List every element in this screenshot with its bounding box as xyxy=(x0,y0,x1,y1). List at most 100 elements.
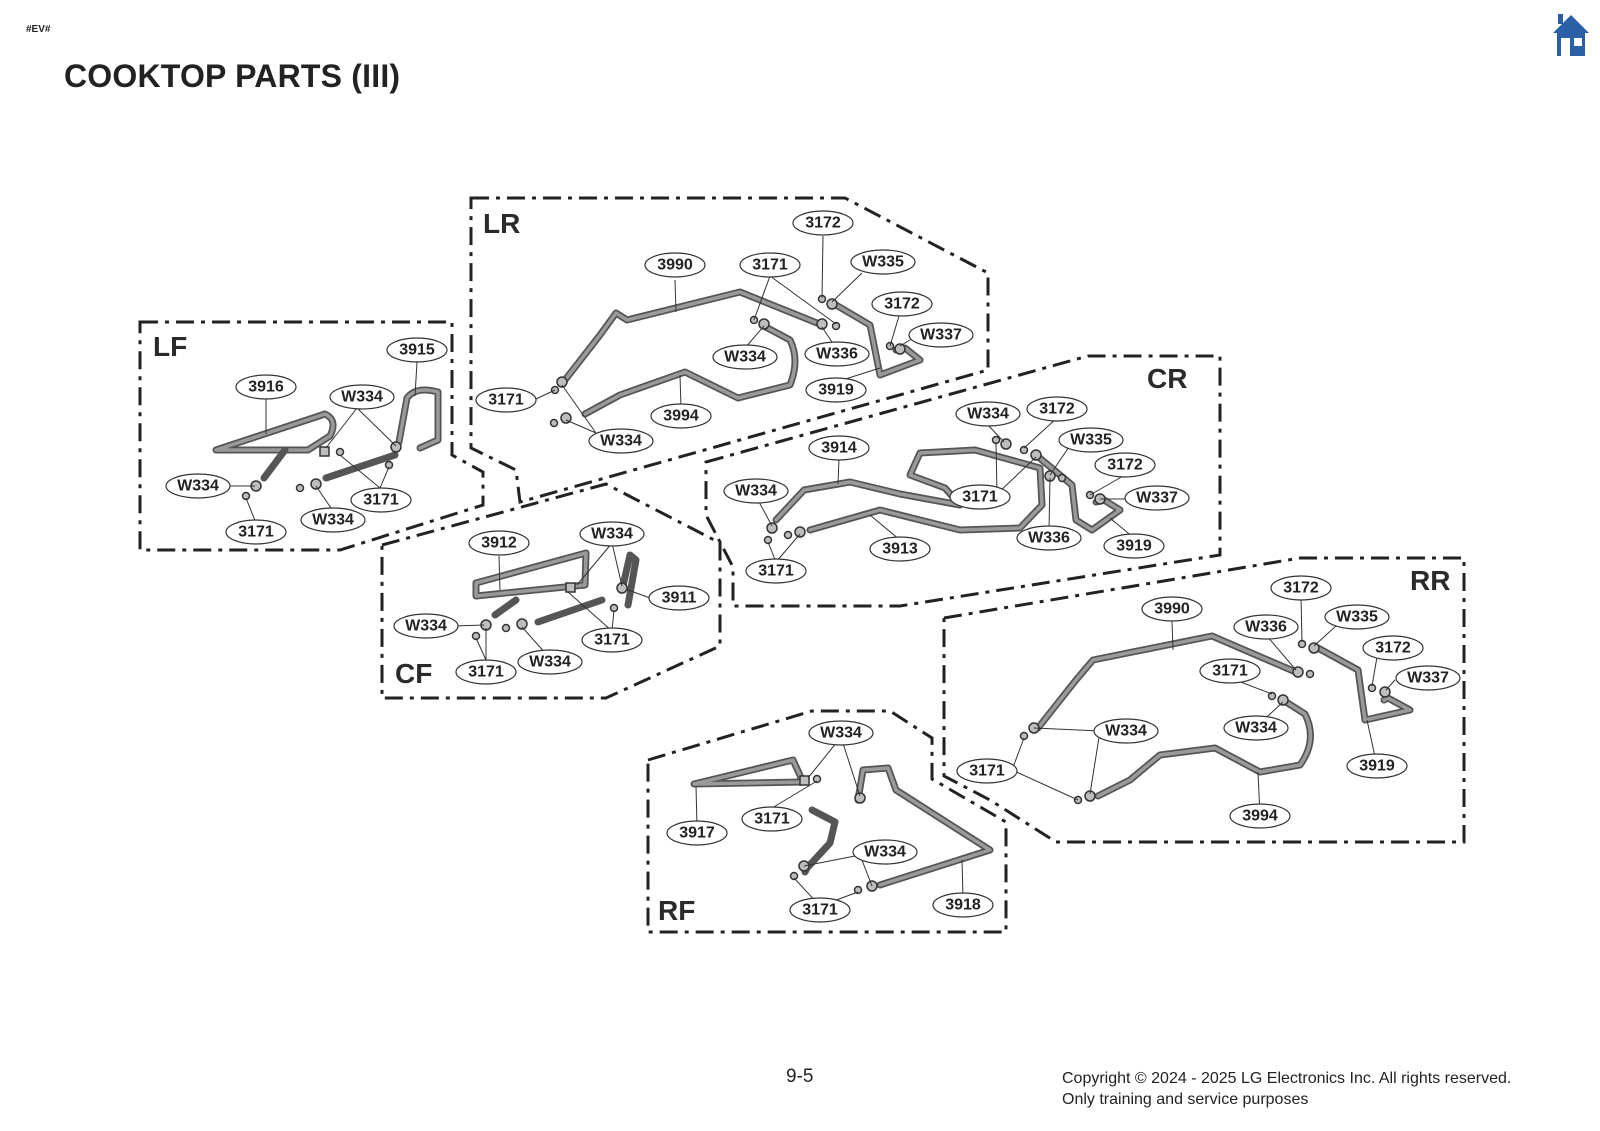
callout-lr-3919: 3919 xyxy=(805,377,867,403)
svg-text:3919: 3919 xyxy=(1359,758,1395,775)
callout-cr-3171-b: 3171 xyxy=(745,558,807,584)
callout-lr-w334-b: W334 xyxy=(588,428,654,454)
svg-text:3912: 3912 xyxy=(481,535,517,552)
callout-lr-3172-a: 3172 xyxy=(792,210,854,236)
svg-text:3172: 3172 xyxy=(1283,580,1319,597)
svg-text:3171: 3171 xyxy=(752,257,788,274)
zone-label-cr: CR xyxy=(1147,363,1187,394)
callout-lr-3172-b: 3172 xyxy=(871,291,933,317)
callout-lf-w334-a: W334 xyxy=(329,384,395,410)
svg-text:W336: W336 xyxy=(1028,530,1070,547)
callout-cr-w334-a: W334 xyxy=(955,401,1021,427)
svg-text:W336: W336 xyxy=(816,346,858,363)
svg-text:3917: 3917 xyxy=(679,825,715,842)
callout-rr-3171-b: 3171 xyxy=(956,758,1018,784)
svg-text:3914: 3914 xyxy=(821,440,857,457)
zone-frame-rr xyxy=(942,556,1466,844)
callout-rr-w334-b: W334 xyxy=(1223,715,1289,741)
callout-lr-w335: W335 xyxy=(850,249,916,275)
callout-cf-w334-b: W334 xyxy=(393,613,459,639)
svg-text:W334: W334 xyxy=(341,389,383,406)
callout-lr-w334-a: W334 xyxy=(712,344,778,370)
footer-copyright-block: Copyright © 2024 - 2025 LG Electronics I… xyxy=(1062,1068,1511,1110)
svg-text:3990: 3990 xyxy=(1154,601,1190,618)
tubes-rf xyxy=(690,756,994,889)
svg-text:3994: 3994 xyxy=(663,408,699,425)
svg-text:3171: 3171 xyxy=(758,563,794,580)
callout-cf-3171-a: 3171 xyxy=(581,627,643,653)
svg-text:W335: W335 xyxy=(1336,609,1378,626)
svg-text:W337: W337 xyxy=(920,327,962,344)
callout-rr-w334-a: W334 xyxy=(1093,718,1159,744)
home-icon xyxy=(1553,14,1589,56)
svg-text:3171: 3171 xyxy=(488,392,524,409)
svg-text:3916: 3916 xyxy=(248,379,284,396)
usage-note: Only training and service purposes xyxy=(1062,1091,1309,1108)
callout-rf-3918: 3918 xyxy=(932,892,994,918)
svg-text:3918: 3918 xyxy=(945,897,981,914)
callout-rr-3171-a: 3171 xyxy=(1199,658,1261,684)
svg-text:W335: W335 xyxy=(1070,432,1112,449)
tubes-cr xyxy=(772,446,1124,534)
svg-text:W335: W335 xyxy=(862,254,904,271)
page-number: 9-5 xyxy=(786,1066,814,1087)
svg-text:3171: 3171 xyxy=(1212,663,1248,680)
svg-text:3171: 3171 xyxy=(802,902,838,919)
svg-text:3915: 3915 xyxy=(399,342,435,359)
svg-text:3171: 3171 xyxy=(468,664,504,681)
callout-rr-w336: W336 xyxy=(1233,614,1299,640)
svg-text:W334: W334 xyxy=(600,433,642,450)
svg-text:W334: W334 xyxy=(591,526,633,543)
callout-cr-w335: W335 xyxy=(1058,427,1124,453)
svg-text:3919: 3919 xyxy=(818,382,854,399)
svg-text:3172: 3172 xyxy=(1107,457,1143,474)
zone-frame-rf xyxy=(646,709,1008,934)
callout-lr-3171-a: 3171 xyxy=(739,252,801,278)
svg-text:W334: W334 xyxy=(1105,723,1147,740)
svg-text:3919: 3919 xyxy=(1116,538,1152,555)
zone-frame-cr xyxy=(704,354,1222,608)
svg-text:3911: 3911 xyxy=(662,590,697,607)
callout-cr-3172-a: 3172 xyxy=(1026,396,1088,422)
callout-cr-w337: W337 xyxy=(1124,485,1190,511)
callout-rf-w334-a: W334 xyxy=(808,720,874,746)
callout-cr-3913: 3913 xyxy=(869,536,931,562)
callout-cr-3172-b: 3172 xyxy=(1094,452,1156,478)
svg-text:3171: 3171 xyxy=(594,632,630,649)
callout-cr-3919: 3919 xyxy=(1103,533,1165,559)
svg-text:W334: W334 xyxy=(405,618,447,635)
callout-rf-w334-b: W334 xyxy=(852,839,918,865)
zone-label-cf: CF xyxy=(395,658,432,689)
callout-rr-3994: 3994 xyxy=(1229,803,1291,829)
callout-rr-3919: 3919 xyxy=(1346,753,1408,779)
callout-rr-3172-a: 3172 xyxy=(1270,575,1332,601)
callout-lf-3915: 3915 xyxy=(386,337,448,363)
callout-rf-3171-a: 3171 xyxy=(741,806,803,832)
callout-lr-3171-b: 3171 xyxy=(475,387,537,413)
zone-frame-lr xyxy=(469,196,990,504)
svg-text:W334: W334 xyxy=(312,512,354,529)
home-button[interactable] xyxy=(1552,12,1590,58)
svg-text:3171: 3171 xyxy=(962,489,998,506)
zone-frame-cf xyxy=(380,482,722,700)
callout-lf-3171-a: 3171 xyxy=(350,487,412,513)
callout-cr-w336: W336 xyxy=(1016,525,1082,551)
tubes-lr xyxy=(561,288,924,418)
svg-text:3171: 3171 xyxy=(754,811,790,828)
svg-text:W336: W336 xyxy=(1245,619,1287,636)
document-tag: #EV# xyxy=(26,24,51,35)
svg-text:W334: W334 xyxy=(820,725,862,742)
svg-text:W334: W334 xyxy=(735,483,777,500)
tubes-rr xyxy=(1034,632,1414,800)
page-title: COOKTOP PARTS (III) xyxy=(64,58,401,94)
callout-rr-w337: W337 xyxy=(1395,665,1461,691)
svg-text:3990: 3990 xyxy=(657,257,693,274)
svg-text:W334: W334 xyxy=(864,844,906,861)
callout-cf-w334-a: W334 xyxy=(579,521,645,547)
svg-text:W334: W334 xyxy=(529,654,571,671)
callout-lf-w334-c: W334 xyxy=(300,507,366,533)
callout-cf-3912: 3912 xyxy=(468,530,530,556)
svg-text:3171: 3171 xyxy=(969,763,1005,780)
zone-label-rf: RF xyxy=(658,895,695,926)
